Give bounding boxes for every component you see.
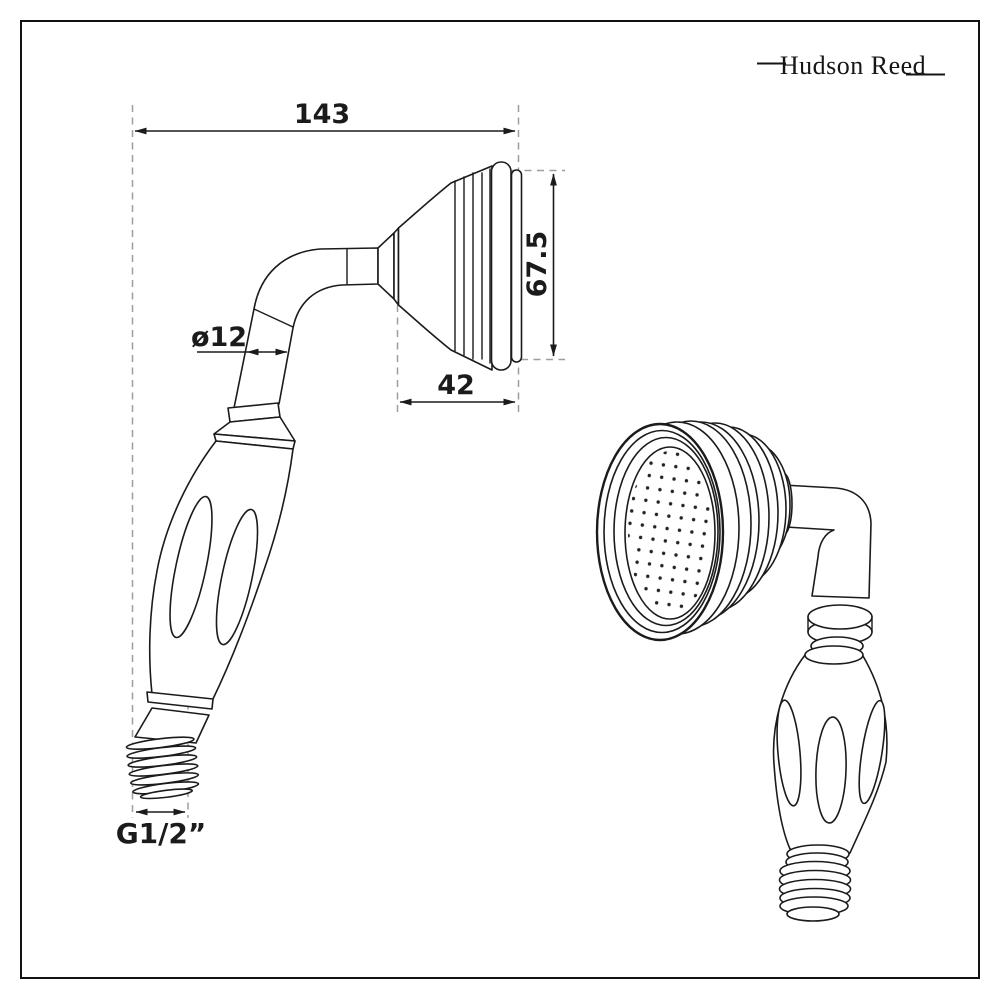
dimension-head-diameter: 67.5 <box>522 173 557 357</box>
brand-logo: Hudson Reed <box>757 51 945 80</box>
perspective-view <box>595 420 888 922</box>
perspective-thread <box>778 844 852 922</box>
spray-nozzle-dots <box>628 451 712 615</box>
perspective-tube <box>782 484 872 599</box>
dimension-head-depth: 42 <box>399 370 516 406</box>
dimension-tube-diameter: ø12 <box>191 322 288 356</box>
handle-groove-left <box>169 495 213 639</box>
dimension-label-thread-size: G1/2” <box>116 817 207 850</box>
dimension-label-tube-diameter: ø12 <box>191 322 247 353</box>
handle-taper <box>134 707 210 744</box>
dimension-label-overall-length: 143 <box>294 99 350 130</box>
dimension-overall-length: 143 <box>134 99 516 135</box>
dimension-thread-size: G1/2” <box>116 808 207 850</box>
brand-logo-text: Hudson Reed <box>780 51 926 80</box>
head-face-plate <box>510 169 523 363</box>
perspective-handle-neck <box>804 645 864 665</box>
handle-bottom-band <box>146 691 214 710</box>
perspective-groove-left <box>776 699 802 807</box>
perspective-groove-right <box>858 699 886 805</box>
head-flare <box>377 232 395 300</box>
dimension-label-head-diameter: 67.5 <box>522 231 553 298</box>
handle-groove-right <box>215 508 259 646</box>
thread-side <box>125 736 200 800</box>
tube-joint-line <box>253 308 294 328</box>
elbow-tube-outline <box>232 247 379 414</box>
side-view <box>125 161 523 800</box>
perspective-head-face <box>595 422 725 642</box>
handle-body <box>148 440 294 702</box>
perspective-groove-middle <box>815 716 847 824</box>
head-bell-silhouette <box>397 165 493 371</box>
dimension-label-head-depth: 42 <box>437 370 475 401</box>
head-ring-lines <box>454 168 491 364</box>
head-cap-ring <box>490 161 512 371</box>
